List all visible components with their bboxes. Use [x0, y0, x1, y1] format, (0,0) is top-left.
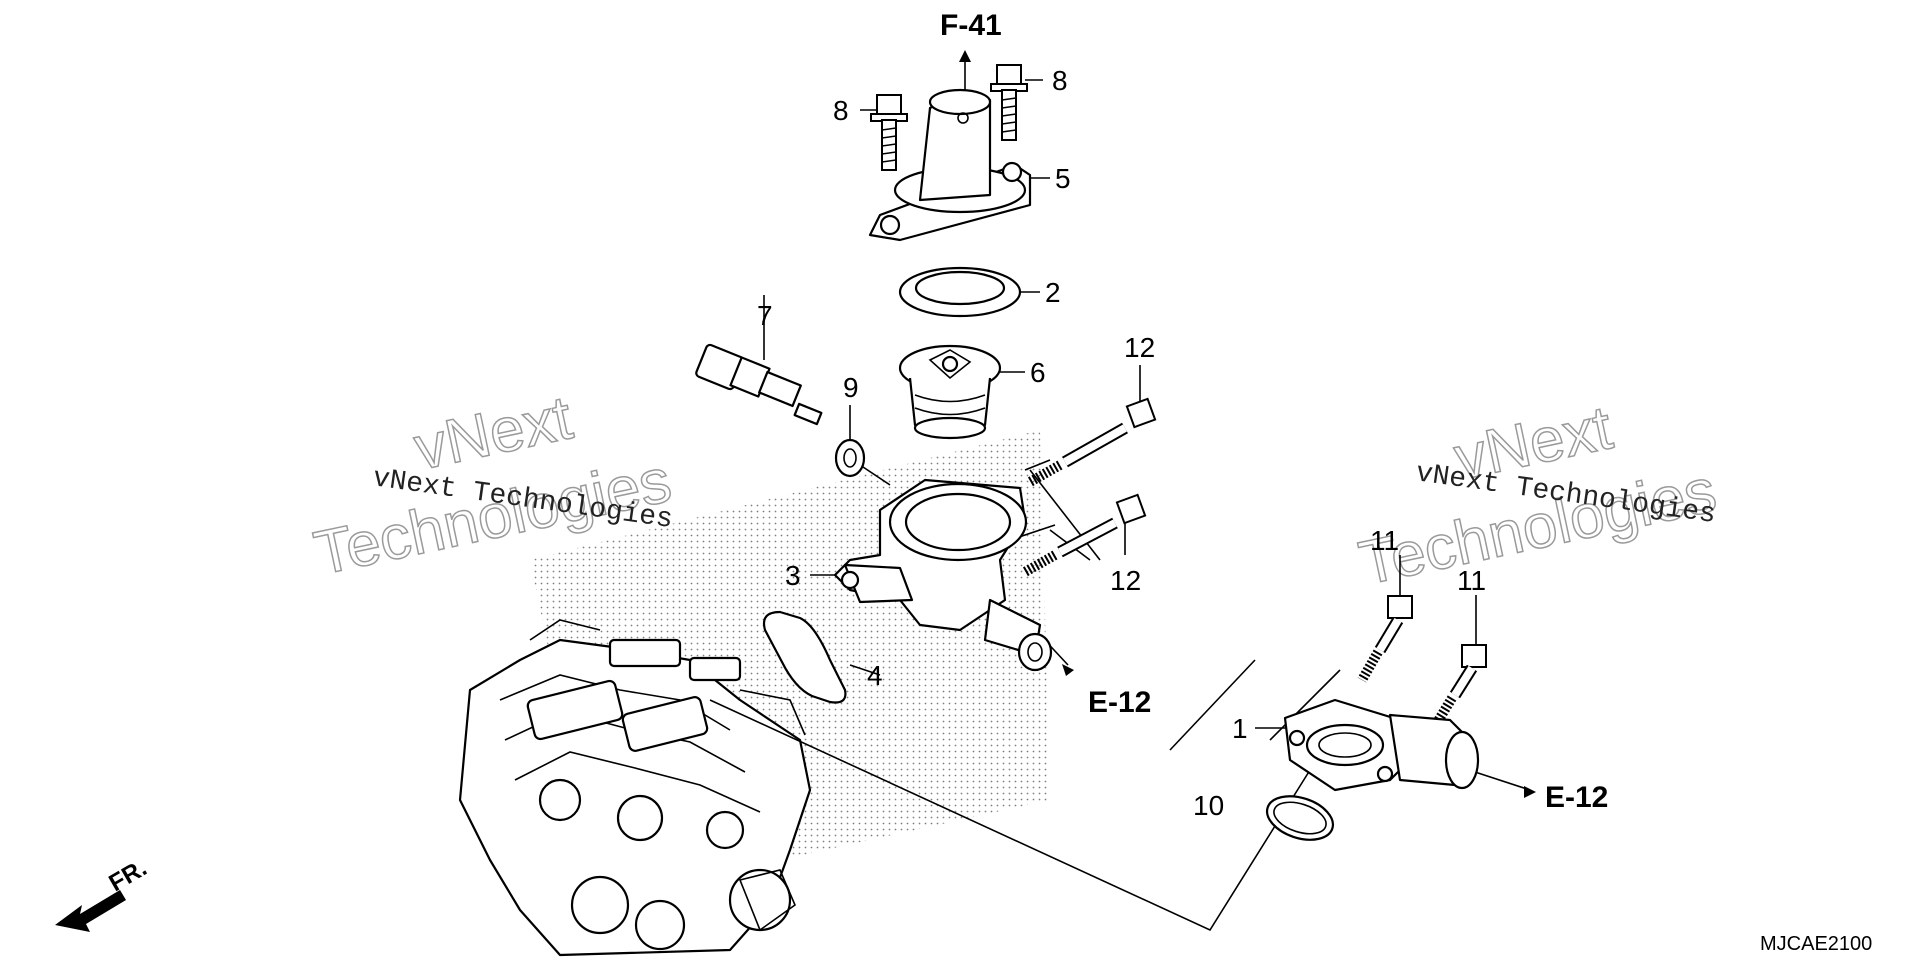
o-ring-gasket — [762, 610, 847, 704]
callout-10: 10 — [1193, 790, 1224, 821]
callout-12-upper: 12 — [1124, 332, 1155, 363]
callout-3: 3 — [785, 560, 801, 591]
ref-hose-right: E-12 — [1545, 781, 1608, 814]
callout-2: 2 — [1045, 277, 1061, 308]
callout-4: 4 — [867, 660, 883, 691]
callout-11-left: 11 — [1370, 525, 1399, 556]
callout-1: 1 — [1232, 713, 1248, 744]
seal-ring — [898, 266, 1022, 318]
callout-7: 7 — [757, 300, 773, 331]
bolt-8-right — [990, 64, 1028, 141]
callout-12-lower: 12 — [1110, 565, 1141, 596]
watermark-right: vNext Technologies vNext Technologies — [1353, 393, 1723, 600]
water-outlet-joint — [1283, 698, 1480, 792]
ref-hose-mid: E-12 — [1088, 686, 1151, 719]
washer — [834, 438, 866, 478]
front-label: FR. — [105, 854, 152, 897]
bolt-8-left — [870, 94, 908, 171]
ref-top: F-41 — [940, 9, 1002, 42]
temperature-sensor — [695, 343, 823, 426]
thermostat-cover — [868, 88, 1032, 242]
bolt-11-left — [1357, 595, 1413, 683]
thermostat-housing — [833, 478, 1053, 672]
thermostat — [898, 344, 1002, 440]
callout-11-right: 11 — [1457, 565, 1486, 596]
bolt-12-upper — [1027, 397, 1157, 487]
callout-5: 5 — [1055, 163, 1071, 194]
callout-8-left: 8 — [833, 95, 849, 126]
o-ring-outlet — [1265, 795, 1335, 841]
callout-9: 9 — [843, 372, 859, 403]
engine-block — [458, 619, 812, 957]
bolt-12-lower — [1022, 493, 1147, 577]
bolt-11-right — [1430, 644, 1487, 729]
callout-8-right: 8 — [1052, 65, 1068, 96]
diagram-code: MJCAE2100 — [1760, 933, 1872, 955]
callout-6: 6 — [1030, 357, 1046, 388]
front-arrow: FR. — [55, 854, 151, 932]
